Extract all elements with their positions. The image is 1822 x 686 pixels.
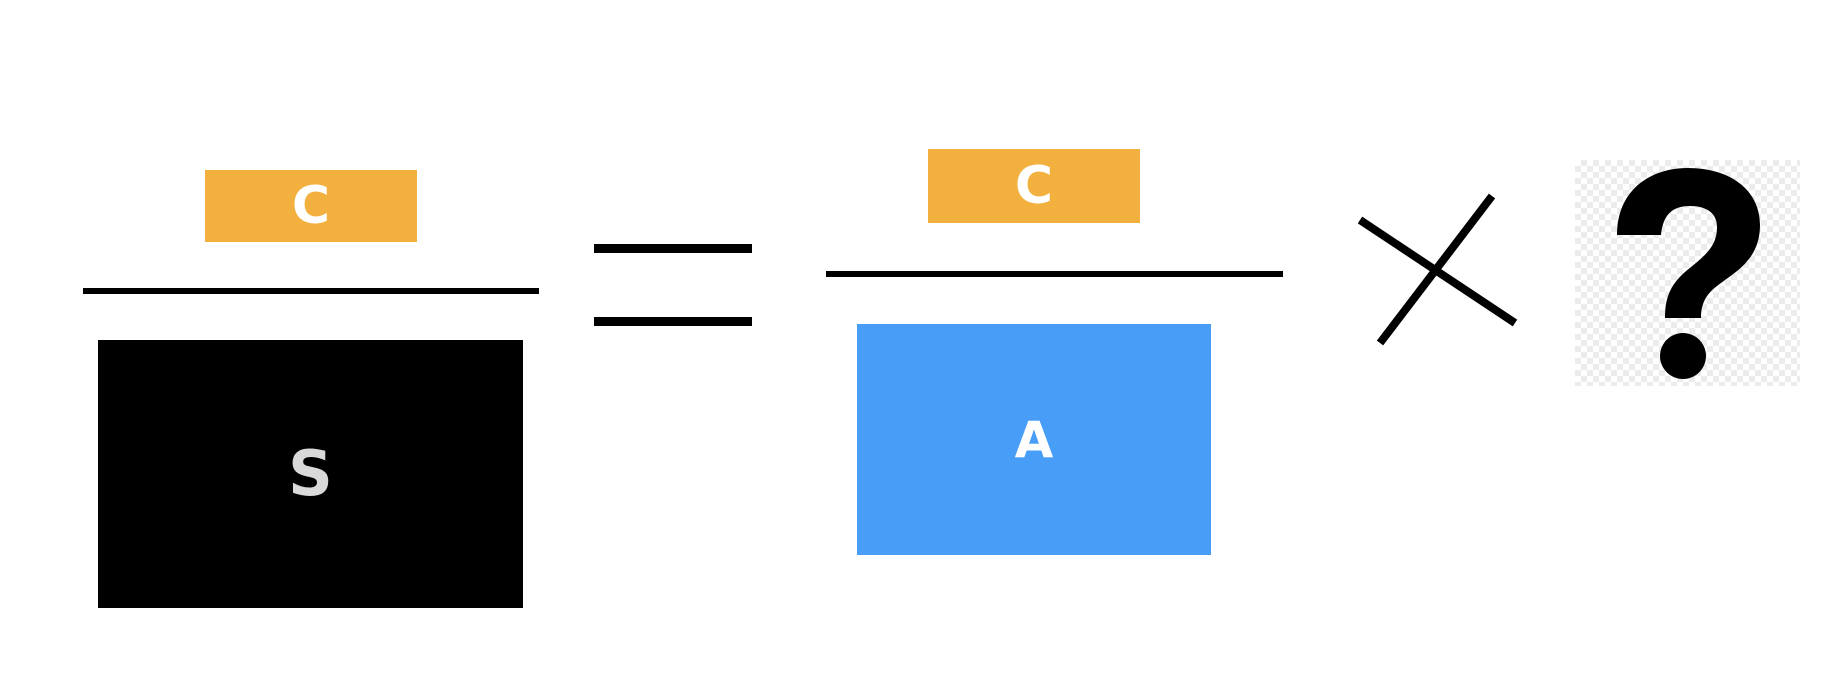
left-numerator-label: C [291, 176, 331, 236]
question-mark-icon [1617, 168, 1760, 379]
right-numerator-label: C [1014, 156, 1054, 216]
left-fraction-bar [83, 288, 539, 294]
right-denominator-box: A [857, 324, 1211, 555]
equals-sign-bottom-bar [594, 317, 752, 326]
question-mark-dot [1660, 333, 1706, 379]
multiplication-stroke-b [1376, 193, 1496, 346]
left-denominator-label: S [288, 437, 333, 510]
left-numerator-box: C [205, 170, 417, 242]
unknown-tile [1575, 160, 1800, 386]
left-denominator-box: S [98, 340, 523, 608]
right-fraction-bar [826, 271, 1283, 277]
multiplication-icon [1357, 193, 1518, 346]
right-numerator-box: C [928, 149, 1140, 223]
right-denominator-label: A [1014, 410, 1054, 469]
question-mark-hook [1617, 168, 1760, 318]
equals-sign-top-bar [594, 244, 752, 253]
